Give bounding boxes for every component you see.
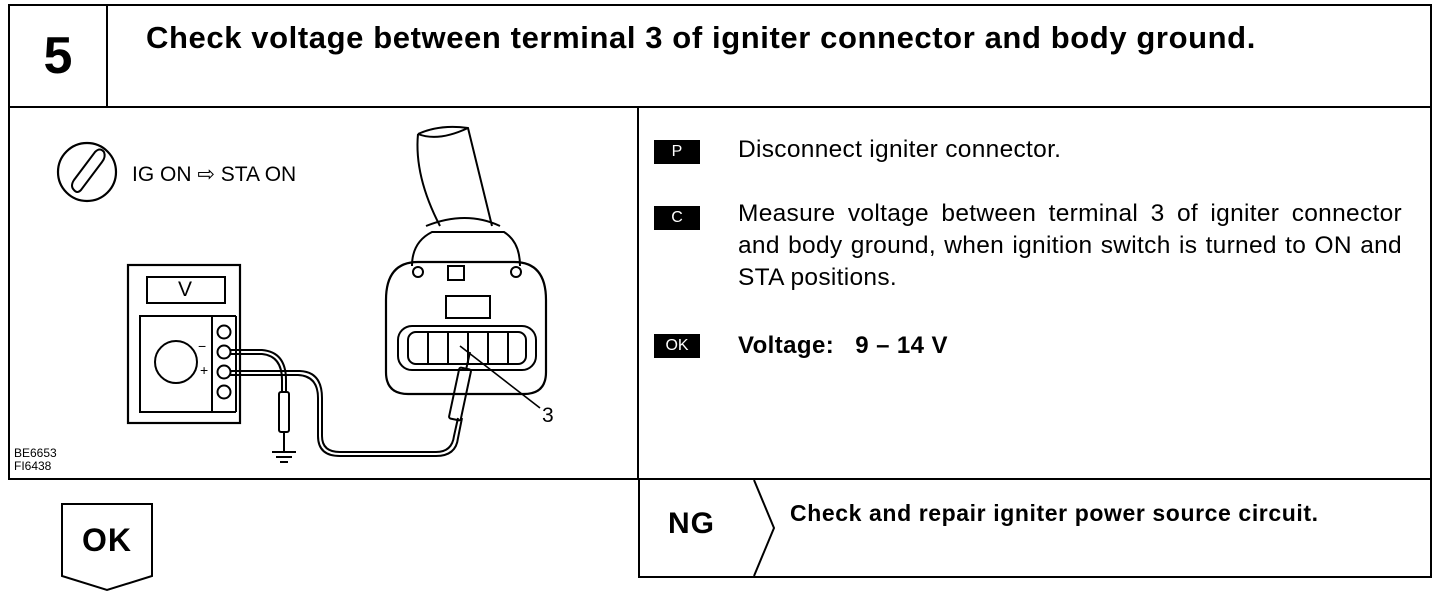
connector-icon bbox=[384, 125, 548, 396]
step-number-cell bbox=[8, 4, 108, 108]
column-divider bbox=[637, 106, 639, 480]
negative-lead bbox=[230, 349, 290, 452]
ok-arrow bbox=[61, 503, 153, 592]
ng-action-text: Check and repair igniter power source ci… bbox=[790, 500, 1319, 526]
instruction-tag-c: C bbox=[654, 206, 700, 230]
figure-code: BE6653 bbox=[14, 446, 57, 460]
positive-lead bbox=[230, 351, 472, 457]
meter-label: V bbox=[178, 278, 193, 301]
ignition-key-icon bbox=[56, 141, 118, 203]
instruction-tag-ok: OK bbox=[654, 334, 700, 358]
step-header bbox=[8, 4, 1432, 108]
ok-result-label: OK bbox=[82, 522, 132, 558]
ground-icon bbox=[272, 451, 296, 463]
ng-result-label: NG bbox=[668, 507, 715, 540]
instruction-tag-p: P bbox=[654, 140, 700, 164]
figure-code: FI6438 bbox=[14, 459, 52, 473]
instruction-disconnect: Disconnect igniter connector. bbox=[738, 136, 1062, 163]
minus-sign: − bbox=[198, 338, 207, 354]
plus-sign: + bbox=[200, 362, 209, 378]
ignition-label: IG ON ⇨ STA ON bbox=[132, 163, 297, 186]
step-body bbox=[8, 106, 1432, 480]
step-title: Check voltage between terminal 3 of igni… bbox=[146, 20, 1256, 55]
terminal-label: 3 bbox=[542, 404, 554, 427]
step-number: 5 bbox=[43, 27, 73, 85]
wiring-figure bbox=[56, 125, 548, 463]
ng-result-box bbox=[638, 480, 1432, 578]
terminal-leader-line bbox=[459, 345, 541, 409]
instruction-measure: Measure voltage between terminal 3 of ig… bbox=[738, 200, 1402, 291]
ng-chevron bbox=[753, 480, 776, 577]
voltage-spec: Voltage: 9 – 14 V bbox=[738, 332, 948, 359]
